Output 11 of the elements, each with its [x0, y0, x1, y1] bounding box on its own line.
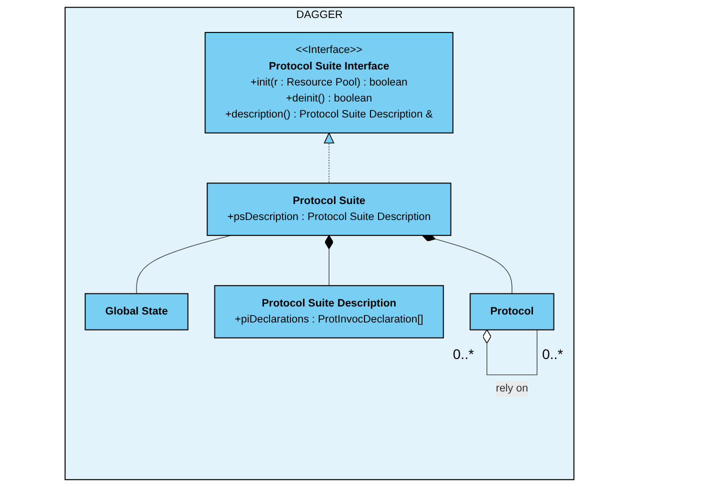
multiplicity-label: 0..* — [542, 346, 564, 362]
node-box — [84, 293, 188, 330]
node-box — [470, 293, 554, 330]
node-box — [206, 182, 452, 236]
multiplicity-label: 0..* — [452, 346, 474, 362]
arrow — [324, 132, 334, 184]
node-box — [214, 285, 444, 338]
node-box — [204, 32, 454, 134]
cluster — [64, 6, 574, 480]
connector — [482, 329, 538, 376]
connector — [324, 235, 334, 286]
